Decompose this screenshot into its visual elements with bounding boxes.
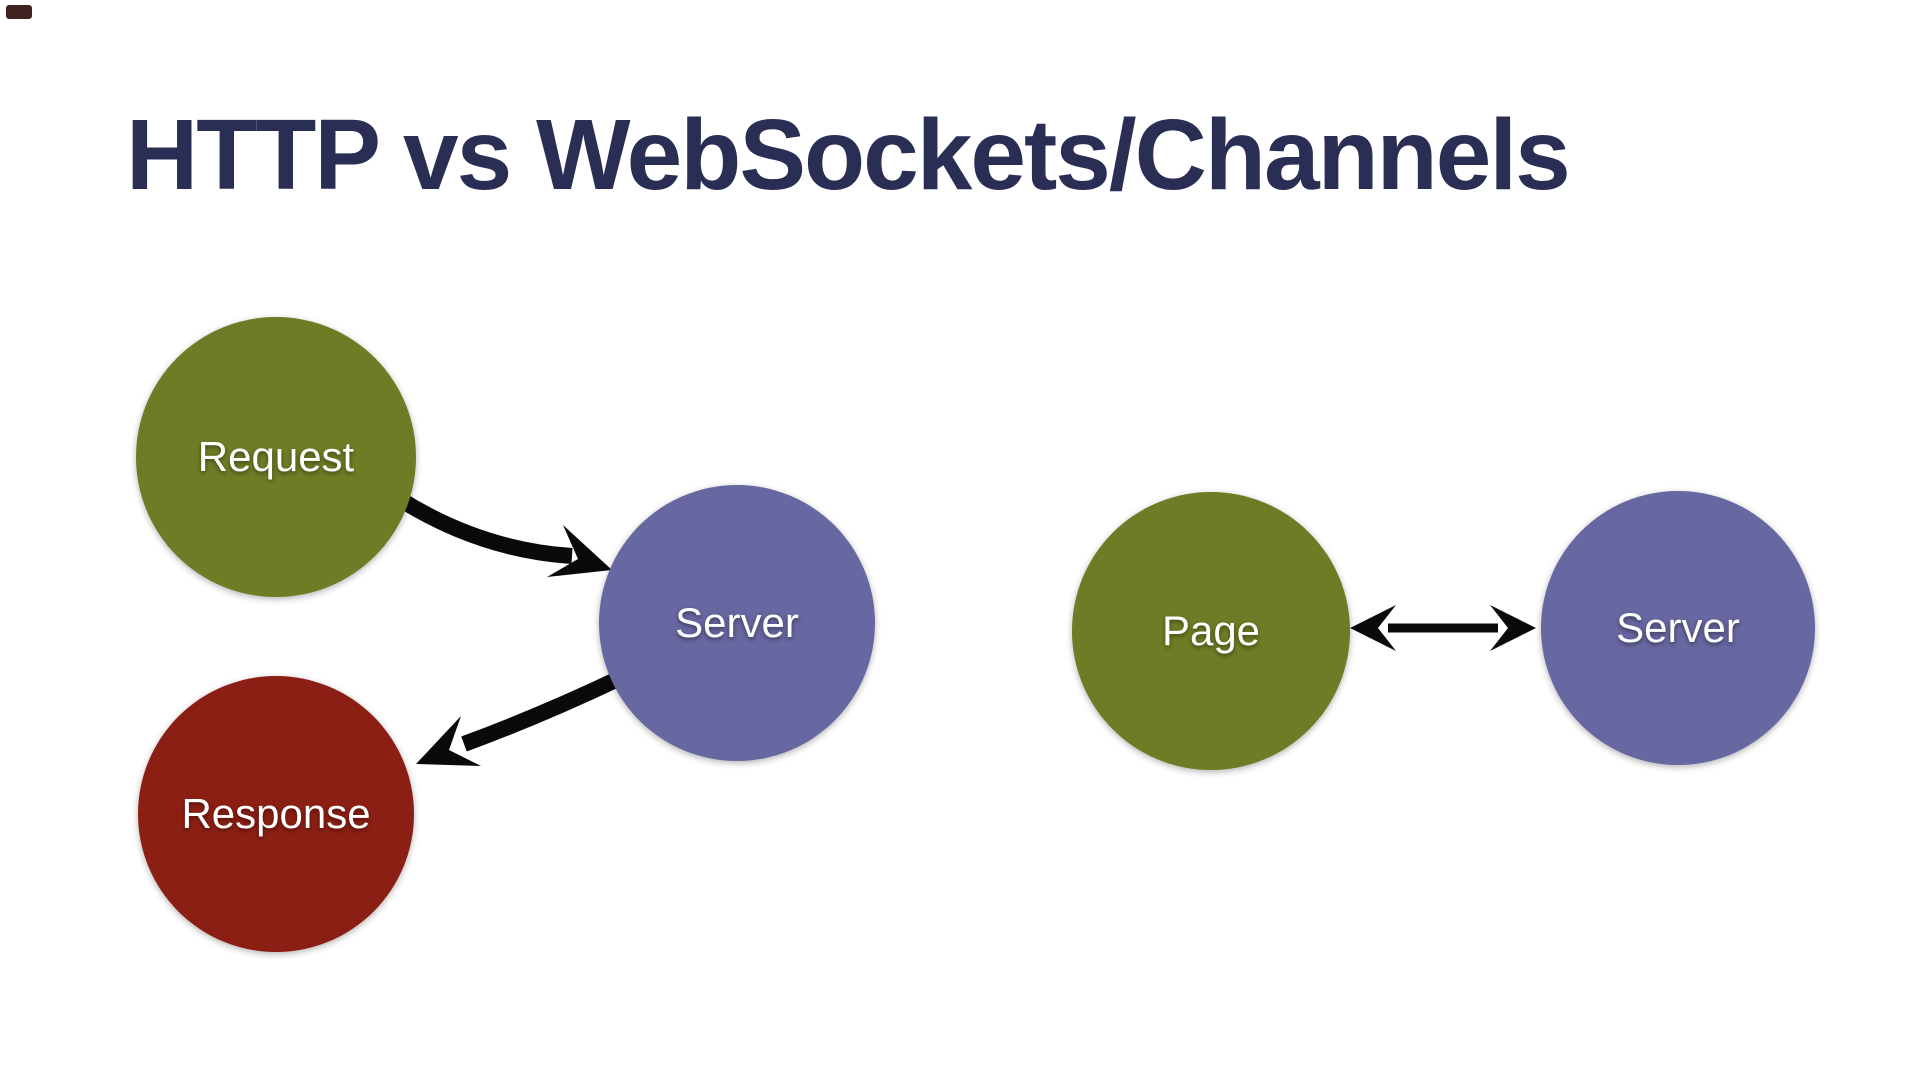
node-response: Response (138, 676, 414, 952)
arrow-page-server-bidirectional (1350, 605, 1536, 651)
node-request: Request (136, 317, 416, 597)
arrow-request-to-server (393, 491, 612, 577)
arrowhead-left-icon (1350, 605, 1396, 651)
node-server-http: Server (599, 485, 875, 761)
slide-title: HTTP vs WebSockets/Channels (126, 99, 1571, 211)
node-page-label: Page (1161, 607, 1261, 654)
arrowhead-right-icon (547, 525, 612, 577)
arrowhead-left-icon (416, 716, 481, 766)
node-page: Page (1072, 492, 1350, 770)
node-server-websocket-label: Server (1616, 604, 1740, 651)
node-request-label: Request (197, 433, 355, 480)
node-response-label: Response (181, 790, 371, 837)
node-server-websocket: Server (1541, 491, 1815, 765)
arrowhead-right-icon (1490, 605, 1536, 651)
corner-mark (6, 5, 32, 19)
node-server-http-label: Server (675, 599, 799, 646)
arrow-server-to-response (416, 670, 624, 766)
